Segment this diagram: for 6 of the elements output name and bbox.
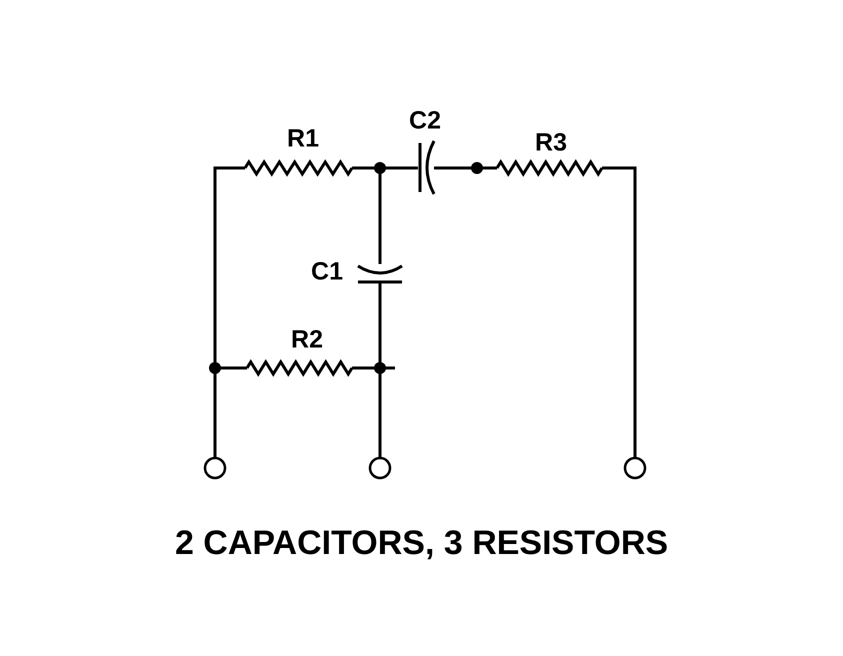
component-label: R2 bbox=[291, 328, 323, 352]
caption: 2 CAPACITORS, 3 RESISTORS bbox=[174, 525, 670, 562]
component-label: R1 bbox=[287, 126, 319, 152]
component-label: C1 bbox=[311, 260, 343, 284]
component-label: R3 bbox=[535, 130, 567, 156]
component-label: C2 bbox=[409, 108, 441, 134]
